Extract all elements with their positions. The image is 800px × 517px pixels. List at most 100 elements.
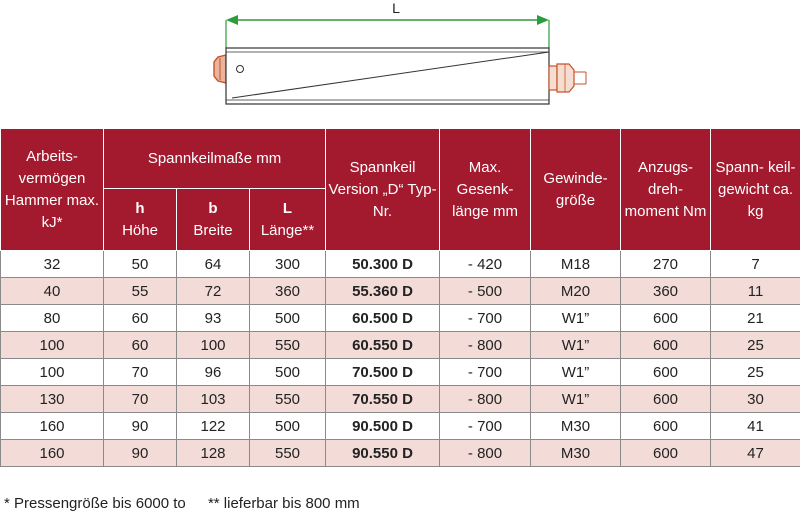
- cell-hammer: 80: [0, 304, 104, 332]
- cell-l: 550: [248, 385, 327, 413]
- cell-hammer: 130: [0, 385, 104, 413]
- cell-thread: M20: [530, 277, 622, 305]
- header-h-label: Höhe: [122, 221, 158, 239]
- cell-h: 60: [103, 331, 177, 359]
- cell-l: 500: [248, 304, 327, 332]
- cell-die-length: - 700: [439, 412, 532, 440]
- cell-weight: 25: [710, 358, 800, 386]
- cell-type: 60.550 D: [325, 331, 441, 359]
- header-b: b Breite: [176, 188, 250, 251]
- header-thread: Gewinde- größe: [530, 128, 622, 251]
- cell-type: 90.550 D: [325, 439, 441, 467]
- footnote-press: * Pressengröße bis 6000 to: [4, 495, 186, 512]
- header-b-label: Breite: [193, 221, 233, 239]
- cell-weight: 30: [710, 385, 800, 413]
- dimension-label: L: [392, 0, 400, 16]
- cell-h: 70: [103, 385, 177, 413]
- cell-hammer: 160: [0, 439, 104, 467]
- footnote-length: ** lieferbar bis 800 mm: [207, 495, 360, 512]
- header-l-label: Länge**: [260, 221, 315, 239]
- header-h-symbol: h: [135, 199, 145, 217]
- cell-thread: M30: [530, 412, 622, 440]
- cell-torque: 600: [620, 412, 712, 440]
- cell-torque: 600: [620, 439, 712, 467]
- cell-hammer: 100: [0, 358, 104, 386]
- cell-type: 70.500 D: [325, 358, 441, 386]
- cell-weight: 11: [710, 277, 800, 305]
- threaded-end: [548, 63, 587, 93]
- cell-torque: 600: [620, 358, 712, 386]
- cell-torque: 600: [620, 331, 712, 359]
- cell-thread: M30: [530, 439, 622, 467]
- header-torque: Anzugs- dreh- moment Nm: [620, 128, 712, 251]
- cell-die-length: - 420: [439, 250, 532, 278]
- cell-h: 90: [103, 412, 177, 440]
- header-weight: Spann- keil- gewicht ca. kg: [710, 128, 800, 251]
- header-b-symbol: b: [208, 199, 218, 217]
- header-h: h Höhe: [103, 188, 177, 251]
- header-hammer: Arbeits- vermögen Hammer max. kJ*: [0, 128, 104, 251]
- cell-l: 500: [248, 358, 327, 386]
- header-l-symbol: L: [282, 199, 293, 217]
- cell-b: 100: [176, 331, 250, 359]
- cell-b: 72: [176, 277, 250, 305]
- cell-thread: W1”: [530, 385, 622, 413]
- cell-l: 500: [248, 412, 327, 440]
- cell-h: 50: [103, 250, 177, 278]
- wedge-body: [225, 47, 550, 105]
- cell-b: 122: [176, 412, 250, 440]
- cell-die-length: - 800: [439, 439, 532, 467]
- cell-b: 128: [176, 439, 250, 467]
- cell-weight: 21: [710, 304, 800, 332]
- cell-die-length: - 700: [439, 358, 532, 386]
- cell-hammer: 40: [0, 277, 104, 305]
- cell-l: 550: [248, 331, 327, 359]
- cell-die-length: - 800: [439, 385, 532, 413]
- cell-torque: 600: [620, 385, 712, 413]
- cell-weight: 47: [710, 439, 800, 467]
- cell-die-length: - 500: [439, 277, 532, 305]
- spec-table: Arbeits- vermögen Hammer max. kJ* Spannk…: [0, 128, 800, 467]
- cell-type: 55.360 D: [325, 277, 441, 305]
- dimension-line: [225, 15, 550, 48]
- cell-b: 103: [176, 385, 250, 413]
- cell-h: 90: [103, 439, 177, 467]
- cell-die-length: - 700: [439, 304, 532, 332]
- bolt-hole: [236, 65, 244, 73]
- cell-torque: 600: [620, 304, 712, 332]
- header-type: Spannkeil Version „D“ Typ-Nr.: [325, 128, 441, 251]
- cell-l: 360: [248, 277, 327, 305]
- cell-torque: 270: [620, 250, 712, 278]
- footnotes: * Pressengröße bis 6000 to ** lieferbar …: [4, 495, 360, 512]
- cell-b: 64: [176, 250, 250, 278]
- cell-weight: 7: [710, 250, 800, 278]
- header-dims-group: Spannkeilmaße mm: [102, 128, 327, 189]
- cell-type: 90.500 D: [325, 412, 441, 440]
- cell-l: 550: [248, 439, 327, 467]
- cell-weight: 41: [710, 412, 800, 440]
- cell-thread: W1”: [530, 304, 622, 332]
- cell-hammer: 100: [0, 331, 104, 359]
- cell-thread: W1”: [530, 358, 622, 386]
- cell-thread: M18: [530, 250, 622, 278]
- cell-type: 60.500 D: [325, 304, 441, 332]
- cell-torque: 360: [620, 277, 712, 305]
- cell-l: 300: [248, 250, 327, 278]
- cell-thread: W1”: [530, 331, 622, 359]
- header-l: L Länge**: [248, 188, 327, 251]
- cell-type: 70.550 D: [325, 385, 441, 413]
- cell-hammer: 160: [0, 412, 104, 440]
- cell-h: 60: [103, 304, 177, 332]
- cell-b: 93: [176, 304, 250, 332]
- header-die-length: Max. Gesenk- länge mm: [439, 128, 532, 251]
- wedge-drawing: L: [213, 0, 587, 105]
- cell-h: 70: [103, 358, 177, 386]
